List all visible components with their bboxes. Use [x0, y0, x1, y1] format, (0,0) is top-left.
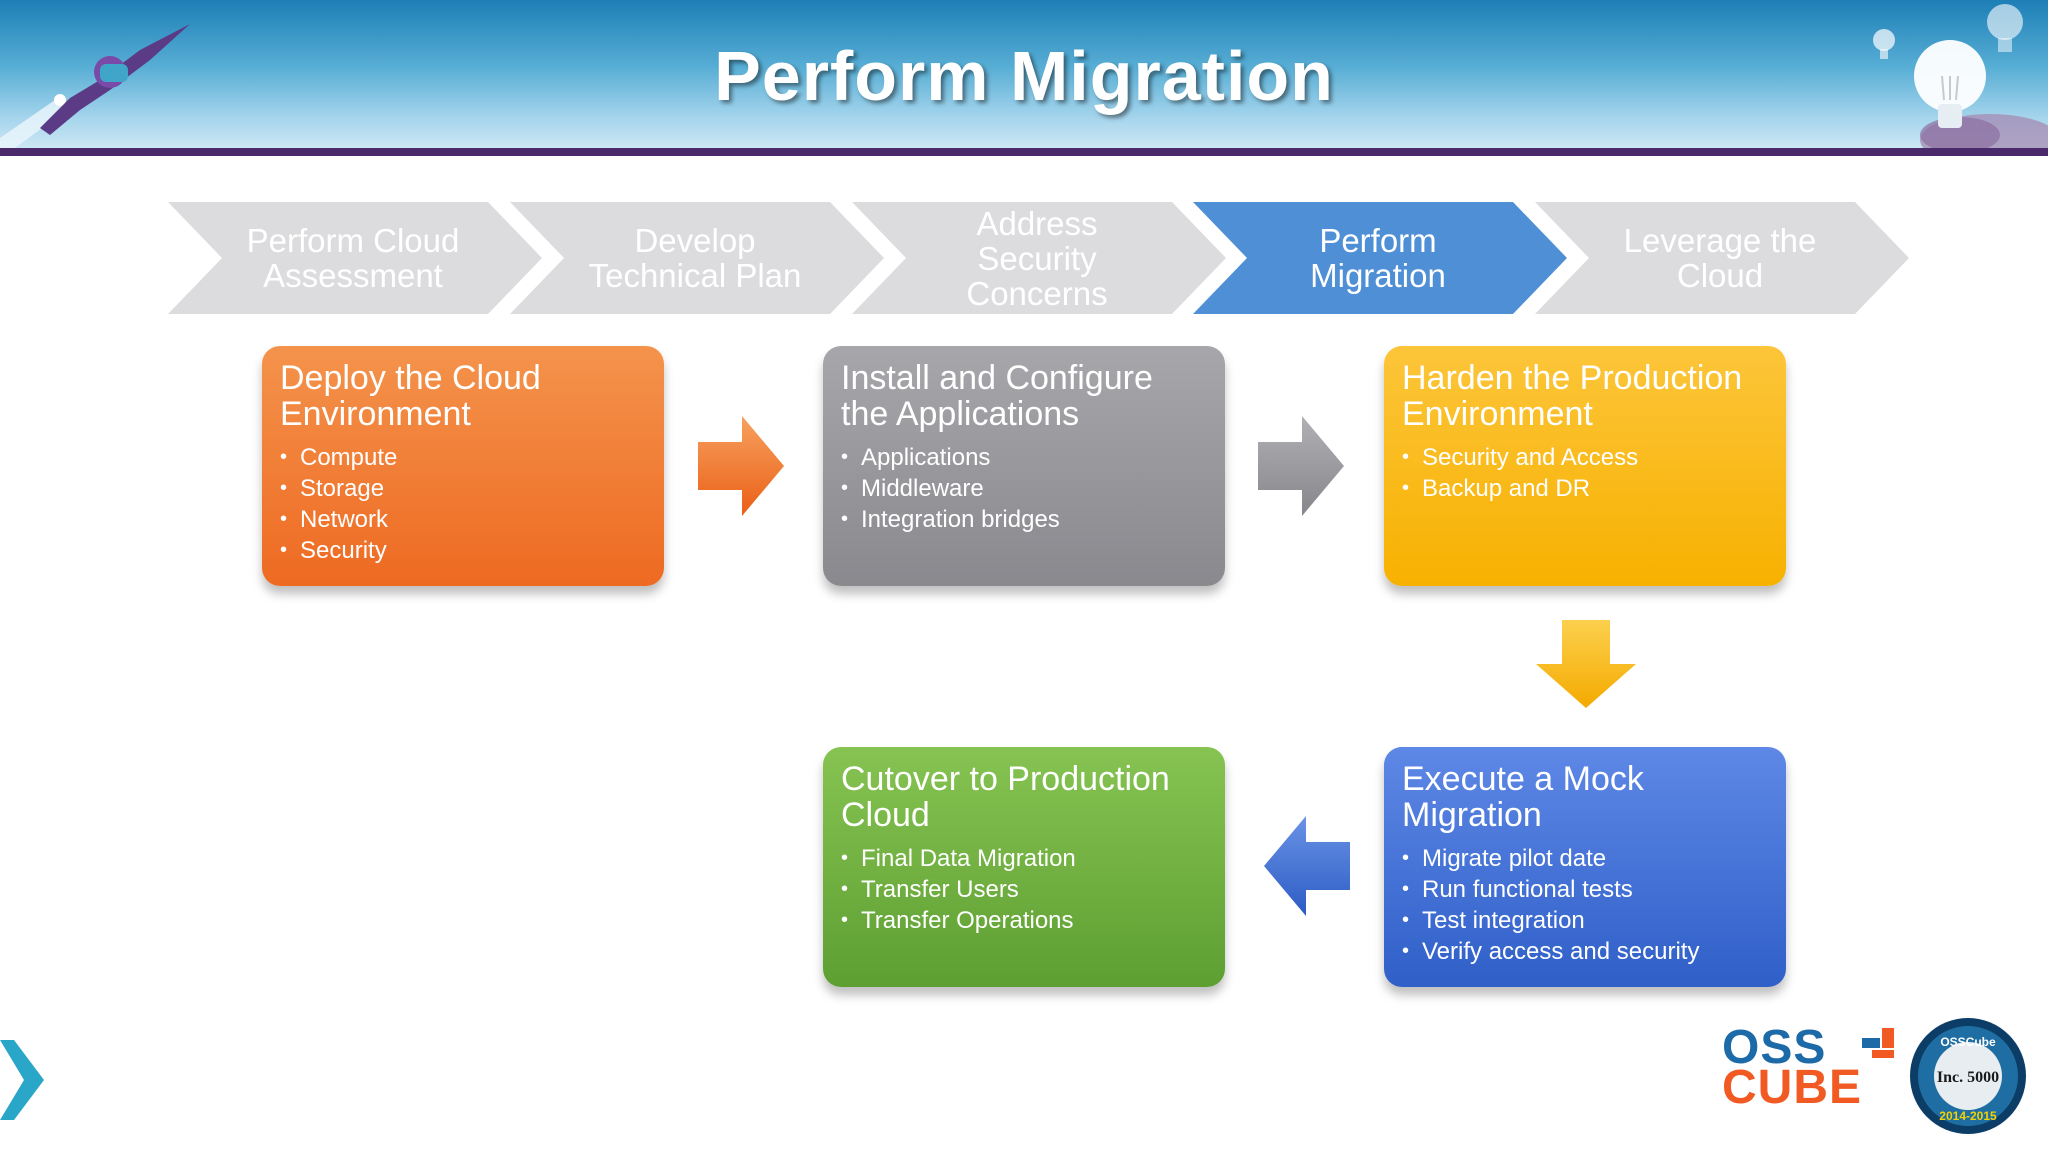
step-card-install: Install and Configure the Applications A…: [823, 346, 1225, 586]
logo-mark-icon: [1862, 1028, 1894, 1058]
header-divider: [0, 148, 2048, 156]
arrow-right-icon: [1258, 416, 1344, 516]
step-list: Security and Access Backup and DR: [1402, 442, 1768, 504]
list-item: Transfer Operations: [841, 905, 1207, 936]
list-item: Applications: [841, 442, 1207, 473]
process-step-cloud-assessment: Perform Cloud Assessment: [168, 202, 542, 314]
logo-text-bottom: CUBE: [1722, 1061, 1863, 1114]
list-item: Compute: [280, 442, 646, 473]
process-step-label: Address Security Concerns: [966, 204, 1108, 312]
badge-years-text: 2014-2015: [1939, 1109, 1997, 1123]
list-item: Security and Access: [1402, 442, 1768, 473]
step-title: Execute a Mock Migration: [1402, 760, 1644, 834]
step-list: Applications Middleware Integration brid…: [841, 442, 1207, 535]
step-title: Harden the Production Environment: [1402, 359, 1743, 433]
lightbulb-icon: [1873, 4, 2048, 150]
step-title: Cutover to Production Cloud: [841, 760, 1170, 834]
arrow-down-icon: [1536, 620, 1636, 708]
list-item: Transfer Users: [841, 874, 1207, 905]
process-step-technical-plan: Develop Technical Plan: [510, 202, 884, 314]
list-item: Verify access and security: [1402, 936, 1768, 967]
process-step-label: Leverage the Cloud: [1623, 222, 1817, 294]
list-item: Storage: [280, 473, 646, 504]
list-item: Migrate pilot date: [1402, 843, 1768, 874]
step-list: Final Data Migration Transfer Users Tran…: [841, 843, 1207, 936]
process-step-label: Develop Technical Plan: [588, 222, 802, 294]
process-step-leverage-cloud: Leverage the Cloud: [1535, 202, 1909, 314]
list-item: Test integration: [1402, 905, 1768, 936]
process-step-security-concerns: Address Security Concerns: [852, 202, 1226, 314]
step-title: Install and Configure the Applications: [841, 359, 1153, 433]
chevron-right-icon: [0, 1040, 44, 1120]
step-card-mock-migration: Execute a Mock Migration Migrate pilot d…: [1384, 747, 1786, 987]
step-list: Migrate pilot date Run functional tests …: [1402, 843, 1768, 967]
step-card-harden: Harden the Production Environment Securi…: [1384, 346, 1786, 586]
list-item: Middleware: [841, 473, 1207, 504]
step-card-deploy: Deploy the Cloud Environment Compute Sto…: [262, 346, 664, 586]
page-title: Perform Migration: [714, 37, 1334, 115]
arrow-left-icon: [1264, 816, 1350, 916]
inc5000-badge-icon: OSSCube Inc. 5000 2014-2015: [1910, 1018, 2026, 1134]
list-item: Security: [280, 535, 646, 566]
list-item: Final Data Migration: [841, 843, 1207, 874]
process-step-label: Perform Cloud Assessment: [246, 222, 460, 294]
list-item: Network: [280, 504, 646, 535]
osscube-logo: OSS CUBE: [1722, 1021, 1892, 1114]
logo-text-top: OSS: [1722, 1021, 1827, 1074]
process-step-perform-migration: Perform Migration: [1193, 202, 1567, 314]
step-list: Compute Storage Network Security: [280, 442, 646, 566]
list-item: Integration bridges: [841, 504, 1207, 535]
list-item: Run functional tests: [1402, 874, 1768, 905]
process-step-label: Perform Migration: [1310, 222, 1446, 294]
arrow-right-icon: [698, 416, 784, 516]
badge-center-text: Inc. 5000: [1937, 1069, 1999, 1086]
step-card-cutover: Cutover to Production Cloud Final Data M…: [823, 747, 1225, 987]
list-item: Backup and DR: [1402, 473, 1768, 504]
step-title: Deploy the Cloud Environment: [280, 359, 541, 433]
rocket-person-icon: [0, 24, 190, 150]
slide-header: Perform Migration: [0, 0, 2048, 150]
badge-ring-text: OSSCube: [1940, 1035, 1996, 1049]
